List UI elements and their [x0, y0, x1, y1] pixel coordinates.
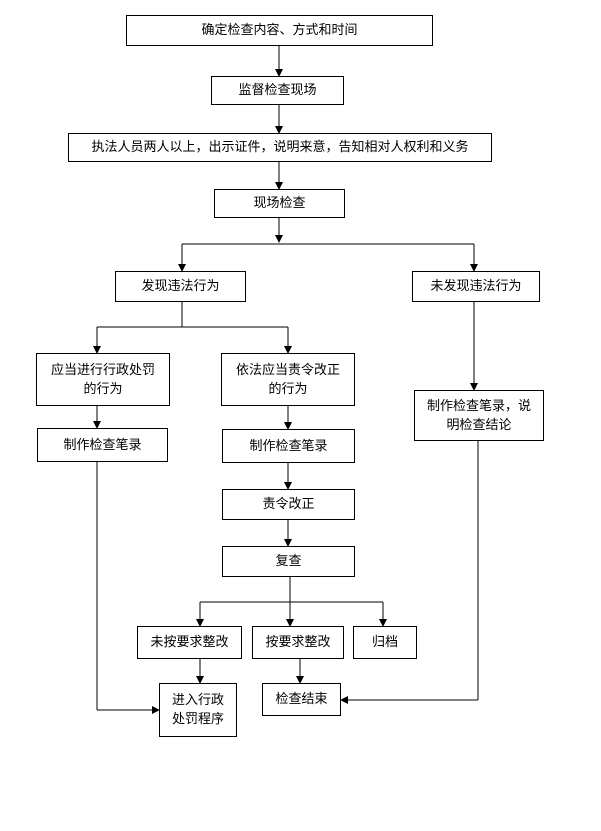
node-record-left: 制作检查笔录 [37, 428, 168, 462]
node-not-corrected-label: 未按要求整改 [150, 635, 229, 650]
node-found-label: 发现违法行为 [141, 279, 220, 294]
node-enter-penalty-line2: 处罚程序 [171, 712, 224, 727]
node-recheck-label: 复查 [275, 554, 302, 569]
node-onsite-label: 现场检查 [253, 196, 306, 211]
node-onsite: 现场检查 [214, 189, 345, 218]
node-record-left-label: 制作检查笔录 [63, 437, 142, 453]
node-punish: 应当进行行政处罚 的行为 [36, 353, 170, 406]
node-not-found: 未发现违法行为 [412, 271, 540, 302]
node-order-correct: 责令改正 [222, 489, 355, 520]
node-archive-label: 归档 [371, 635, 398, 650]
node-show-id-label: 执法人员两人以上，出示证件，说明来意，告知相对人权利和义务 [91, 140, 469, 155]
node-record-right-line1: 制作检查笔录，说 [426, 398, 531, 414]
node-record-right-line2: 明检查结论 [446, 417, 512, 433]
node-correct: 依法应当责令改正 的行为 [221, 353, 355, 406]
node-supervise-label: 监督检查现场 [238, 83, 317, 98]
node-show-id: 执法人员两人以上，出示证件，说明来意，告知相对人权利和义务 [68, 133, 492, 162]
node-correct-line2: 的行为 [268, 381, 308, 397]
node-recheck: 复查 [222, 546, 355, 577]
node-punish-line1: 应当进行行政处罚 [50, 362, 155, 378]
node-confirm-label: 确定检查内容、方式和时间 [201, 23, 358, 38]
node-confirm: 确定检查内容、方式和时间 [126, 15, 433, 46]
node-corrected: 按要求整改 [252, 626, 344, 659]
node-found: 发现违法行为 [115, 271, 246, 302]
node-not-corrected: 未按要求整改 [137, 626, 242, 659]
node-record-right: 制作检查笔录，说 明检查结论 [414, 390, 544, 441]
node-record-mid: 制作检查笔录 [222, 429, 355, 463]
node-end-label: 检查结束 [275, 692, 328, 707]
node-supervise: 监督检查现场 [211, 76, 344, 105]
node-punish-line2: 的行为 [83, 381, 123, 397]
node-record-mid-label: 制作检查笔录 [249, 438, 328, 454]
node-archive: 归档 [353, 626, 417, 659]
node-corrected-label: 按要求整改 [265, 635, 331, 650]
node-correct-line1: 依法应当责令改正 [235, 362, 340, 378]
node-order-correct-label: 责令改正 [262, 497, 315, 512]
node-enter-penalty: 进入行政 处罚程序 [159, 683, 237, 737]
node-enter-penalty-line1: 进入行政 [171, 693, 224, 708]
node-end: 检查结束 [262, 683, 341, 716]
node-not-found-label: 未发现违法行为 [430, 279, 522, 294]
